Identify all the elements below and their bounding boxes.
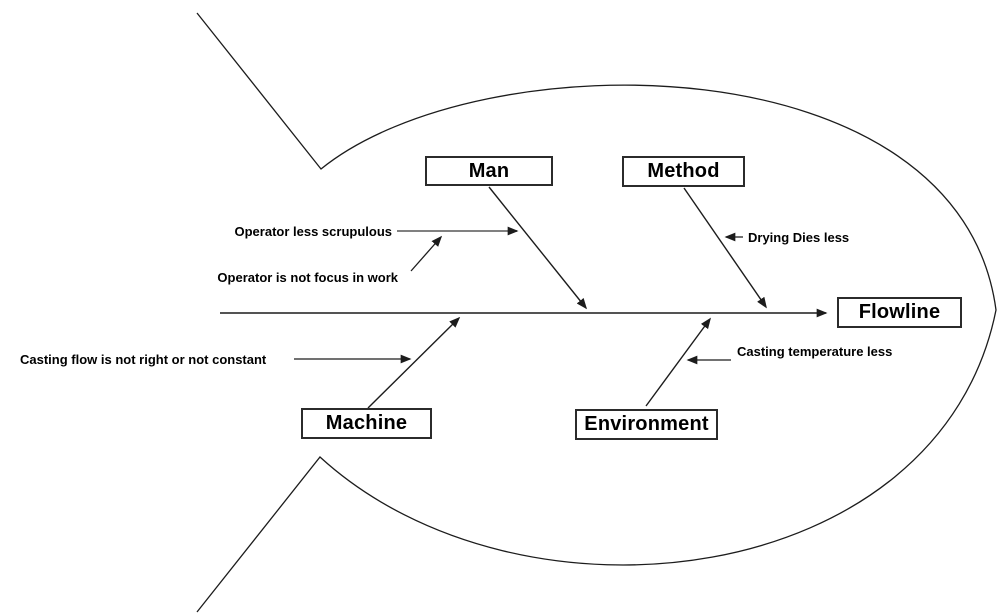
category-box-machine: Machine (301, 408, 432, 439)
effect-box-flowline: Flowline (837, 297, 962, 328)
cause-label-drying-dies-less: Drying Dies less (748, 230, 850, 245)
man-bone-line (488, 186, 588, 310)
cause-label-casting-temperature: Casting temperature less (737, 344, 893, 359)
cause-label-operator-less-scrupulous: Operator less scrupulous (234, 224, 393, 239)
cause-label-casting-flow: Casting flow is not right or not constan… (20, 352, 267, 367)
category-box-man: Man (425, 156, 553, 186)
category-box-environment: Environment (575, 409, 718, 440)
machine-bone-line (367, 316, 461, 409)
operator-not-focus-connector (410, 235, 443, 272)
method-bone-line (683, 187, 767, 309)
category-box-method: Method (622, 156, 745, 187)
cause-label-operator-not-focus: Operator is not focus in work (217, 270, 398, 285)
environment-bone-line (645, 317, 711, 407)
fish-outline (196, 12, 997, 613)
